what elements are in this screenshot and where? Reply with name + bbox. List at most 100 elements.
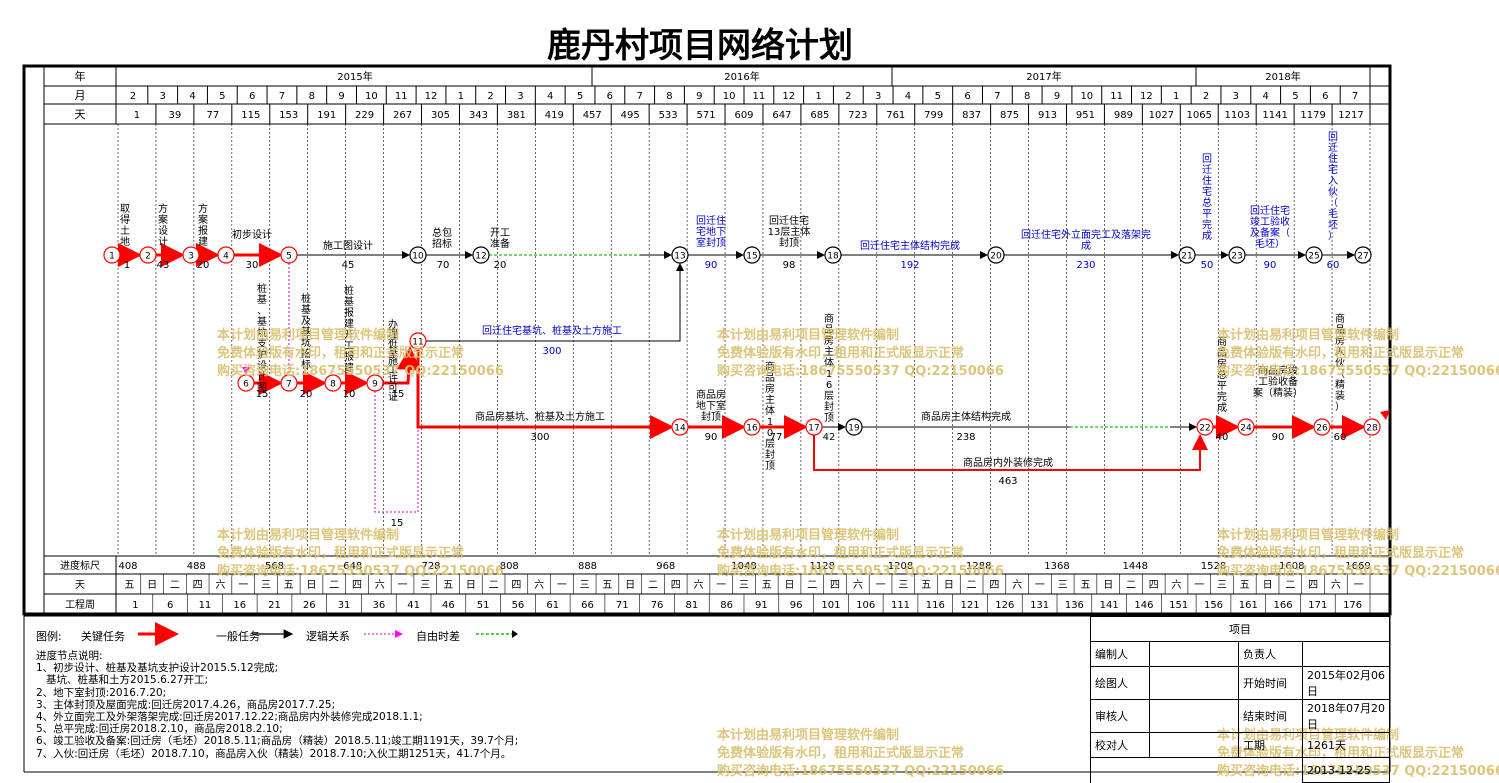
node-label-23: 23 xyxy=(1231,252,1242,262)
week-label: 166 xyxy=(1274,600,1293,611)
node-circle-10 xyxy=(409,246,427,264)
node-circle-8 xyxy=(324,374,342,392)
float-9-11 xyxy=(374,350,419,513)
progress-value: 1528 xyxy=(1201,561,1226,572)
task-dur-14: 60 xyxy=(1327,260,1340,271)
progress-value: 1128 xyxy=(810,561,835,572)
weekday-label: 五 xyxy=(284,580,294,591)
task-name-16: 桩基及基坑招标 xyxy=(301,292,311,371)
month-label: 11 xyxy=(753,91,766,102)
week-label: 171 xyxy=(1308,600,1327,611)
month-label: 5 xyxy=(577,91,583,102)
day-label: 1179 xyxy=(1300,110,1325,121)
week-label: 156 xyxy=(1204,600,1223,611)
node-label-18: 18 xyxy=(827,252,839,262)
weekday-label: 六 xyxy=(215,579,225,591)
progress-notes: 进度节点说明:1、初步设计、桩基及基坑支护设计2015.5.12完成; 基坑、桩… xyxy=(36,650,518,760)
day-label: 267 xyxy=(393,110,412,121)
week-label: 41 xyxy=(407,600,420,611)
node-circle-19 xyxy=(845,418,863,436)
month-label: 9 xyxy=(696,91,702,102)
task-dur-25: 463 xyxy=(998,476,1017,487)
progress-value: 488 xyxy=(187,561,206,572)
task-name-12: 回迁住宅总平完成 xyxy=(1202,153,1212,242)
task-name-1: 取得土地 xyxy=(120,203,130,248)
task-name-14: 回迁住宅入伙（毛坯） xyxy=(1328,131,1338,242)
checker-label: 校对人 xyxy=(1090,732,1150,758)
node-label-27: 27 xyxy=(1357,252,1368,262)
weekday-label: 日 xyxy=(1103,580,1113,591)
task-name-6: 总包招标 xyxy=(432,226,452,250)
week-label: 61 xyxy=(546,600,559,611)
weekday-label: 一 xyxy=(1035,580,1045,591)
outer-border xyxy=(22,64,1392,616)
node-circle-7 xyxy=(280,374,298,392)
month-label: 9 xyxy=(338,91,344,102)
week-label: 126 xyxy=(995,600,1014,611)
month-label: 11 xyxy=(395,91,408,102)
task-name-24: 商品房主体结构完成 xyxy=(921,410,1011,423)
week-label: 6 xyxy=(167,600,173,611)
node-circle-21 xyxy=(1178,246,1196,264)
weekday-label: 六 xyxy=(1012,579,1022,591)
notes-line: 3、主体封顶及屋面完成:回迁房2017.4.26，商品房2017.7.25; xyxy=(36,698,336,711)
month-label: 7 xyxy=(636,91,642,102)
node-circle-24 xyxy=(1237,418,1255,436)
node-circle-26 xyxy=(1313,418,1331,436)
task-name-13: 回迁住宅竣工验收及备案（毛坯） xyxy=(1250,204,1290,250)
month-label: 6 xyxy=(249,91,255,102)
day-label: 799 xyxy=(924,110,943,121)
month-label: 6 xyxy=(964,91,970,102)
task-name-15: 桩基、基坑支护设计图 xyxy=(257,282,267,394)
week-label: 26 xyxy=(303,600,316,611)
progress-value: 728 xyxy=(421,561,440,572)
node-circle-17 xyxy=(805,418,823,436)
node-label-21: 21 xyxy=(1181,252,1192,262)
legend-float: 自由时差 xyxy=(416,630,460,643)
month-label: 1 xyxy=(815,91,821,102)
node-circle-13 xyxy=(671,246,689,264)
month-label: 6 xyxy=(1322,91,1328,102)
month-label: 4 xyxy=(905,91,911,102)
weekday-label: 二 xyxy=(329,580,339,591)
node-label-5: 5 xyxy=(286,252,292,262)
progress-value: 408 xyxy=(118,561,137,572)
week-label: 161 xyxy=(1239,600,1258,611)
start-value: 2015年02月06日 xyxy=(1302,666,1390,700)
weekday-label: 三 xyxy=(739,580,749,591)
progress-value: 888 xyxy=(578,561,597,572)
weekday-label: 四 xyxy=(511,580,521,591)
node-label-17: 17 xyxy=(808,424,819,434)
node-circle-20 xyxy=(987,246,1005,264)
day-label: 685 xyxy=(810,110,829,121)
legend-float-head xyxy=(512,630,518,638)
month-label: 5 xyxy=(219,91,225,102)
node-label-15: 15 xyxy=(746,252,757,262)
node-label-28: 28 xyxy=(1366,424,1378,434)
weekday-label: 四 xyxy=(1149,580,1159,591)
weekday-label: 六 xyxy=(853,579,863,591)
weekday-label: 六 xyxy=(534,579,544,591)
task-dur-13: 90 xyxy=(1264,260,1277,271)
arrow-9-11 xyxy=(383,346,421,385)
task-dur-3: 20 xyxy=(197,260,210,271)
day-label: 495 xyxy=(621,110,640,121)
task-arrows xyxy=(118,243,1390,513)
day-label: 951 xyxy=(1076,110,1095,121)
week-label: 86 xyxy=(720,600,733,611)
notes-line: 4、外立面完工及外架落架完成:回迁房2017.12.22;商品房内外装修完成20… xyxy=(36,711,423,724)
legend-logic: 逻辑关系 xyxy=(306,630,350,643)
day-label: 723 xyxy=(848,110,867,121)
day-label: 419 xyxy=(545,110,564,121)
period-label: 工期 xyxy=(1238,732,1303,758)
task-name-18: 办理桩基施工许可证 xyxy=(388,318,398,403)
task-dur-26: 40 xyxy=(1216,432,1229,443)
weekday-label: 一 xyxy=(716,580,726,591)
node-label-12: 12 xyxy=(475,252,486,262)
notes-line: 7、入伙:回迁房（毛坯）2018.7.10，商品房入伙（精装）2018.7.10… xyxy=(36,747,512,760)
year-row-label: 年 xyxy=(75,69,86,83)
